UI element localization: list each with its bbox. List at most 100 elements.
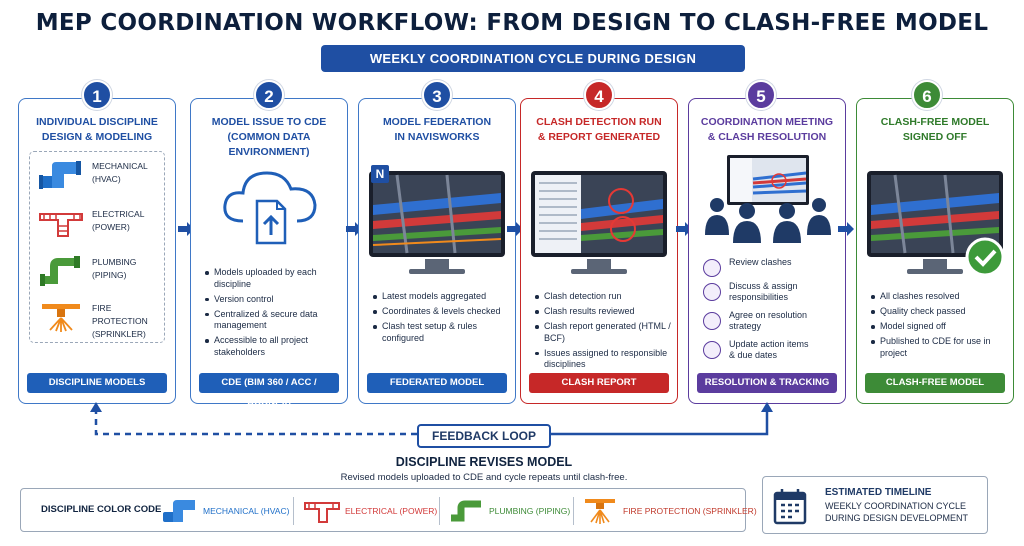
- legend-label: ELECTRICAL (POWER): [345, 506, 438, 516]
- timeline-line1: WEEKLY COORDINATION CYCLE: [825, 501, 967, 511]
- discipline-code: (HVAC): [92, 174, 121, 184]
- step-3-footer: FEDERATED MODEL: [367, 373, 507, 393]
- bullet-item: Clash report generated (HTML / BCF): [535, 321, 671, 344]
- page-title: MEP COORDINATION WORKFLOW: FROM DESIGN T…: [35, 10, 989, 36]
- step-3-title: MODEL FEDERATION IN NAVISWORKS: [363, 115, 511, 145]
- feedback-title: DISCIPLINE REVISES MODEL: [395, 455, 573, 469]
- step-1-title-line2: DESIGN & MODELING: [41, 131, 153, 143]
- bullet-item: Quality check passed: [871, 306, 1007, 318]
- discipline-code: (SPRINKLER): [92, 329, 146, 339]
- resolution-item-text: & due dates: [729, 350, 778, 360]
- step-6-title: CLASH-FREE MODEL SIGNED OFF: [861, 115, 1009, 145]
- discipline-name: ELECTRICAL: [92, 209, 145, 219]
- discipline-fire-protection: FIRE PROTECTION (SPRINKLER): [34, 296, 160, 340]
- arrow-right-icon: [838, 222, 854, 236]
- clash-report-monitor-icon: [531, 171, 667, 274]
- timeline-title: ESTIMATED TIMELINE: [825, 487, 932, 498]
- legend-label: MECHANICAL (HVAC): [203, 506, 290, 516]
- step-5-title: COORDINATION MEETING & CLASH RESOLUTION: [693, 115, 841, 145]
- bullet-item: Coordinates & levels checked: [373, 306, 509, 318]
- meeting-icon: [705, 155, 831, 243]
- timeline-line2: DURING DESIGN DEVELOPMENT: [825, 512, 969, 523]
- bullet-item: Clash test setup & rules configured: [373, 321, 509, 344]
- discipline-electrical: ELECTRICAL (POWER): [34, 202, 160, 246]
- legend-label: FIRE PROTECTION (SPRINKLER): [623, 506, 757, 516]
- discipline-name: MECHANICAL: [92, 161, 148, 171]
- pipe-icon: [40, 256, 80, 286]
- resolution-item-text: responsibilities: [729, 292, 789, 302]
- discipline-code: (PIPING): [92, 270, 127, 280]
- step-1-title: INDIVIDUAL DISCIPLINE DESIGN & MODELING: [23, 115, 171, 145]
- checklist-icon: [703, 312, 721, 330]
- cable-tray-icon: [39, 213, 83, 237]
- step-5-title-line2: & CLASH RESOLUTION: [707, 131, 827, 143]
- feedback-loop-label: FEEDBACK LOOP: [417, 424, 551, 448]
- calendar-check-icon: [703, 341, 721, 359]
- step-6-number-badge: 6: [912, 80, 942, 110]
- navisworks-monitor-icon: [369, 171, 505, 274]
- resolution-item-text: Agree on resolution: [729, 310, 808, 320]
- estimated-timeline-box: ESTIMATED TIMELINE WEEKLY COORDINATION C…: [762, 476, 988, 534]
- discipline-name: PLUMBING: [92, 257, 137, 267]
- step-5-number-badge: 5: [746, 80, 776, 110]
- discipline-color-legend: DISCIPLINE COLOR CODE MECHANICAL (HVAC) …: [20, 488, 757, 532]
- step-6-card: CLASH-FREE MODEL SIGNED OFF All clashes …: [856, 98, 1014, 404]
- navisworks-badge: N: [371, 165, 389, 183]
- step-2-bullets: Models uploaded by each discipline Versi…: [205, 267, 341, 362]
- step-6-bullets: All clashes resolved Quality check passe…: [871, 291, 1007, 363]
- bullet-item: Latest models aggregated: [373, 291, 509, 303]
- discipline-code: (POWER): [92, 222, 130, 232]
- resolution-item-text: strategy: [729, 321, 762, 331]
- step-4-card: CLASH DETECTION RUN & REPORT GENERATED C…: [520, 98, 678, 404]
- step-4-title-line2: & REPORT GENERATED: [537, 131, 661, 143]
- sprinkler-icon: [585, 499, 615, 524]
- step-1-footer: DISCIPLINE MODELS: [27, 373, 167, 393]
- step-3-title-line2: IN NAVISWORKS: [394, 131, 480, 143]
- step-3-bullets: Latest models aggregated Coordinates & l…: [373, 291, 509, 348]
- bullet-item: Published to CDE for use in project: [871, 336, 1007, 359]
- page-subtitle: WEEKLY COORDINATION CYCLE DURING DESIGN …: [321, 45, 745, 93]
- bullet-item: Clash results reviewed: [535, 306, 671, 318]
- sprinkler-icon: [42, 304, 80, 332]
- step-2-title-line1: MODEL ISSUE TO CDE: [211, 116, 327, 128]
- legend-label: PLUMBING (PIPING): [489, 506, 571, 516]
- discipline-name: FIRE PROTECTION: [92, 303, 148, 326]
- duct-icon: [163, 500, 195, 522]
- step-2-card: MODEL ISSUE TO CDE (COMMON DATA ENVIRONM…: [190, 98, 348, 408]
- bullet-item: Version control: [205, 294, 341, 306]
- legend-title: DISCIPLINE COLOR CODE: [41, 504, 162, 515]
- step-3-number-badge: 3: [422, 80, 452, 110]
- resolution-item-text: Review clashes: [729, 257, 792, 267]
- duct-icon: [39, 161, 81, 189]
- feedback-description: Revised models uploaded to CDE and cycle…: [340, 472, 628, 483]
- step-4-bullets: Clash detection run Clash results review…: [535, 291, 671, 374]
- step-4-title-line1: CLASH DETECTION RUN: [536, 116, 662, 128]
- step-6-title-line2: SIGNED OFF: [902, 131, 968, 143]
- bullet-item: Clash detection run: [535, 291, 671, 303]
- bullet-item: Centralized & secure data management: [205, 309, 341, 332]
- cable-tray-icon: [304, 502, 340, 523]
- resolution-item-text: Update action items: [729, 339, 809, 349]
- resolution-item-text: Discuss & assign: [729, 281, 798, 291]
- step-6-title-line1: CLASH-FREE MODEL: [880, 116, 990, 128]
- legend-divider: [293, 497, 294, 525]
- legend-divider: [573, 497, 574, 525]
- bullet-item: Model signed off: [871, 321, 1007, 333]
- step-1-card: INDIVIDUAL DISCIPLINE DESIGN & MODELING …: [18, 98, 176, 404]
- calendar-icon: [773, 489, 807, 525]
- pipe-icon: [451, 500, 481, 522]
- person-icon: [703, 283, 721, 301]
- step-4-footer: CLASH REPORT: [529, 373, 669, 393]
- step-4-number-badge: 4: [584, 80, 614, 110]
- step-5-title-line1: COORDINATION MEETING: [700, 116, 834, 128]
- discipline-list: MECHANICAL (HVAC) ELECTRICAL (POWER) PLUMB…: [29, 151, 165, 343]
- people-icon: [703, 259, 721, 277]
- cloud-upload-icon: [223, 171, 317, 245]
- step-3-card: MODEL FEDERATION IN NAVISWORKS N Latest …: [358, 98, 516, 404]
- resolution-item: Update action items& due dates: [699, 339, 839, 365]
- bullet-item: All clashes resolved: [871, 291, 1007, 303]
- step-5-card: COORDINATION MEETING & CLASH RESOLUTION …: [688, 98, 846, 404]
- check-circle-icon: [965, 237, 1005, 277]
- step-2-footer: CDE (BIM 360 / ACC / ACONEX): [199, 373, 339, 408]
